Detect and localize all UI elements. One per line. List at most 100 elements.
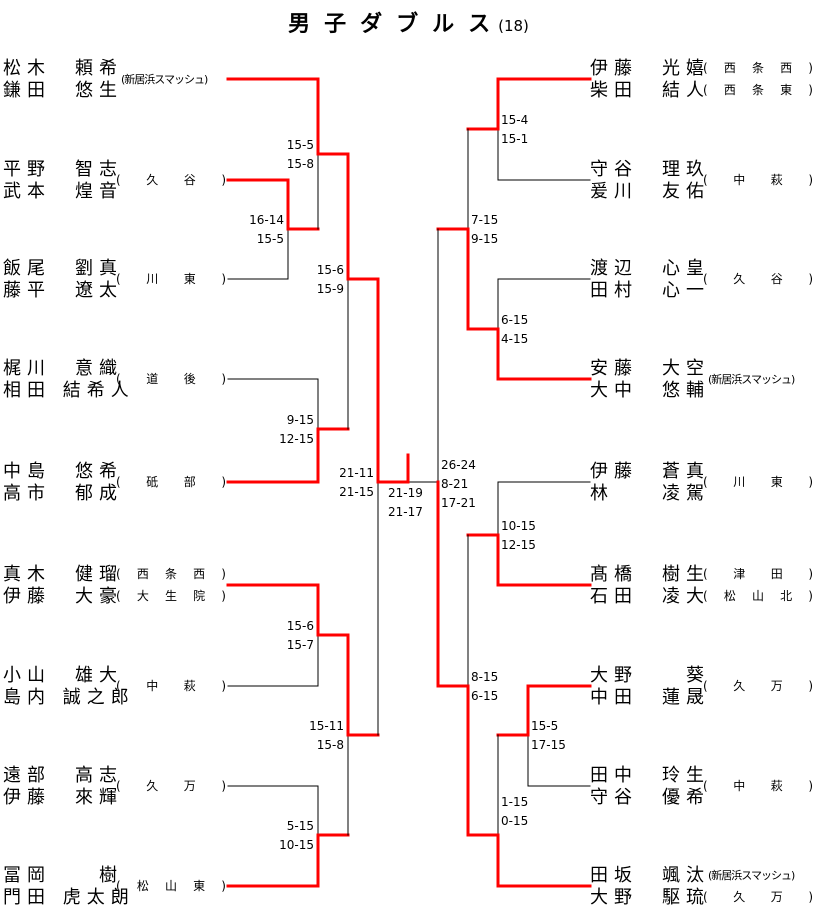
team-names: (砥部) [116,471,226,493]
player-name: 遠部 高志 [3,765,123,786]
team-name: (久万) [703,890,813,904]
match-score: 21-15 [339,485,374,499]
player-names: 遠部 高志伊藤 來輝 [3,764,123,808]
page-title: 男子ダブルス(18) [0,6,817,38]
match-score: 15-5 [287,138,314,152]
team-name: (久谷) [116,173,226,187]
left-entry: 松木 頼希鎌田 悠生(新居浜スマッシュ) [3,57,230,101]
right-entry: 髙橋 樹生石田 凌大(津田)(松山北) [590,563,817,607]
player-name: 爰川 友佑 [590,181,710,202]
match-score: 1-15 [501,795,528,809]
entry-count: (18) [498,17,529,35]
player-name: 真木 健瑠 [3,564,123,585]
team-name: (砥部) [116,475,226,489]
match-score: 12-15 [279,432,314,446]
player-names: 真木 健瑠伊藤 大豪 [3,563,123,607]
player-name: 高市 郁成 [3,483,123,504]
player-name: 平野 智志 [3,159,123,180]
player-name: 小山 雄大 [3,665,123,686]
match-score: 15-1 [501,132,528,146]
team-names: (津田) (松山北) [703,563,813,607]
team-names: (久谷) [116,169,226,191]
team-name: (大生院) [116,589,226,603]
player-name: 伊藤 大豪 [3,586,123,607]
match-score: 15-4 [501,113,528,127]
match-score: 5-15 [287,819,314,833]
team-name: (西条西) [703,61,813,75]
player-name: 飯尾 劉真 [3,258,123,279]
player-name: 守谷 理玖 [590,159,710,180]
team-name: (津田) [703,567,813,581]
player-names: 安藤 大空大中 悠輔 [590,357,710,401]
right-entry: 渡辺 心皇田村 心一(久谷) [590,257,817,301]
player-names: 飯尾 劉真藤平 遼太 [3,257,123,301]
match-score: 17-15 [531,738,566,752]
player-name: 武本 煌音 [3,181,123,202]
player-name: 鎌田 悠生 [3,80,123,101]
left-entry: 梶川 意織相田 結希人(道後) [3,357,230,401]
match-score: 15-5 [257,232,284,246]
team-name: (川東) [116,272,226,286]
team-names: (久万) [703,675,813,697]
match-score: 10-15 [501,519,536,533]
player-names: 平野 智志武本 煌音 [3,158,123,202]
match-score: 15-5 [531,719,558,733]
match-score: 15-6 [287,619,314,633]
player-name: 髙橋 樹生 [590,564,710,585]
team-name: (川東) [703,475,813,489]
right-entry: 田坂 颯汰大野 駆琉(新居浜スマッシュ)(久万) [590,864,817,908]
player-names: 中島 悠希高市 郁成 [3,460,123,504]
team-names: (川東) [116,268,226,290]
team-name: (西条東) [703,83,813,97]
match-score: 9-15 [471,232,498,246]
match-score: 15-8 [317,738,344,752]
match-score: 16-14 [249,213,284,227]
player-name: 中島 悠希 [3,461,123,482]
player-name: 田坂 颯汰 [590,865,710,886]
match-score: 15-9 [317,282,344,296]
player-names: 伊藤 光嬉柴田 結人 [590,57,710,101]
left-entry: 平野 智志武本 煌音(久谷) [3,158,230,202]
player-names: 髙橋 樹生石田 凌大 [590,563,710,607]
match-score: 8-15 [471,670,498,684]
team-name: (中萩) [703,779,813,793]
left-entry: 飯尾 劉真藤平 遼太(川東) [3,257,230,301]
match-score: 26-24 [441,458,476,472]
player-names: 守谷 理玖爰川 友佑 [590,158,710,202]
match-score: 9-15 [287,413,314,427]
match-score: 17-21 [441,496,476,510]
team-name: (久万) [116,779,226,793]
match-score: 10-15 [279,838,314,852]
player-name: 島内 誠之郎 [3,687,135,708]
team-name: (松山北) [703,589,813,603]
match-score: 12-15 [501,538,536,552]
team-names: (西条西)(大生院) [116,563,226,607]
team-names: (新居浜スマッシュ) [703,368,817,390]
left-entry: 小山 雄大島内 誠之郎(中萩) [3,664,230,708]
player-name: 伊藤 光嬉 [590,58,710,79]
team-names: (中萩) [703,775,813,797]
player-name: 石田 凌大 [590,586,710,607]
player-name: 渡辺 心皇 [590,258,710,279]
player-name: 伊藤 來輝 [3,787,123,808]
player-names: 大野 葵中田 蓮晟 [590,664,710,708]
player-names: 松木 頼希鎌田 悠生 [3,57,123,101]
player-name: 大野 駆琉 [590,887,710,908]
player-name: 伊藤 蒼真 [590,461,710,482]
player-names: 田中 玲生守谷 優希 [590,764,710,808]
team-names: (中萩) [703,169,813,191]
match-score: 0-15 [501,814,528,828]
match-score: 15-11 [309,719,344,733]
player-name: 田中 玲生 [590,765,710,786]
match-score: 8-21 [441,477,468,491]
player-names: 梶川 意織相田 結希人 [3,357,135,401]
match-score: 7-15 [471,213,498,227]
player-name: 門田 虎太朗 [3,887,135,908]
player-name: 冨岡 樹 [3,865,123,886]
right-entry: 田中 玲生守谷 優希(中萩) [590,764,817,808]
player-name: 松木 頼希 [3,58,123,79]
team-name: (中萩) [703,173,813,187]
team-names: (中萩) [116,675,226,697]
right-entry: 伊藤 光嬉柴田 結人(西条西) (西条東) [590,57,817,101]
